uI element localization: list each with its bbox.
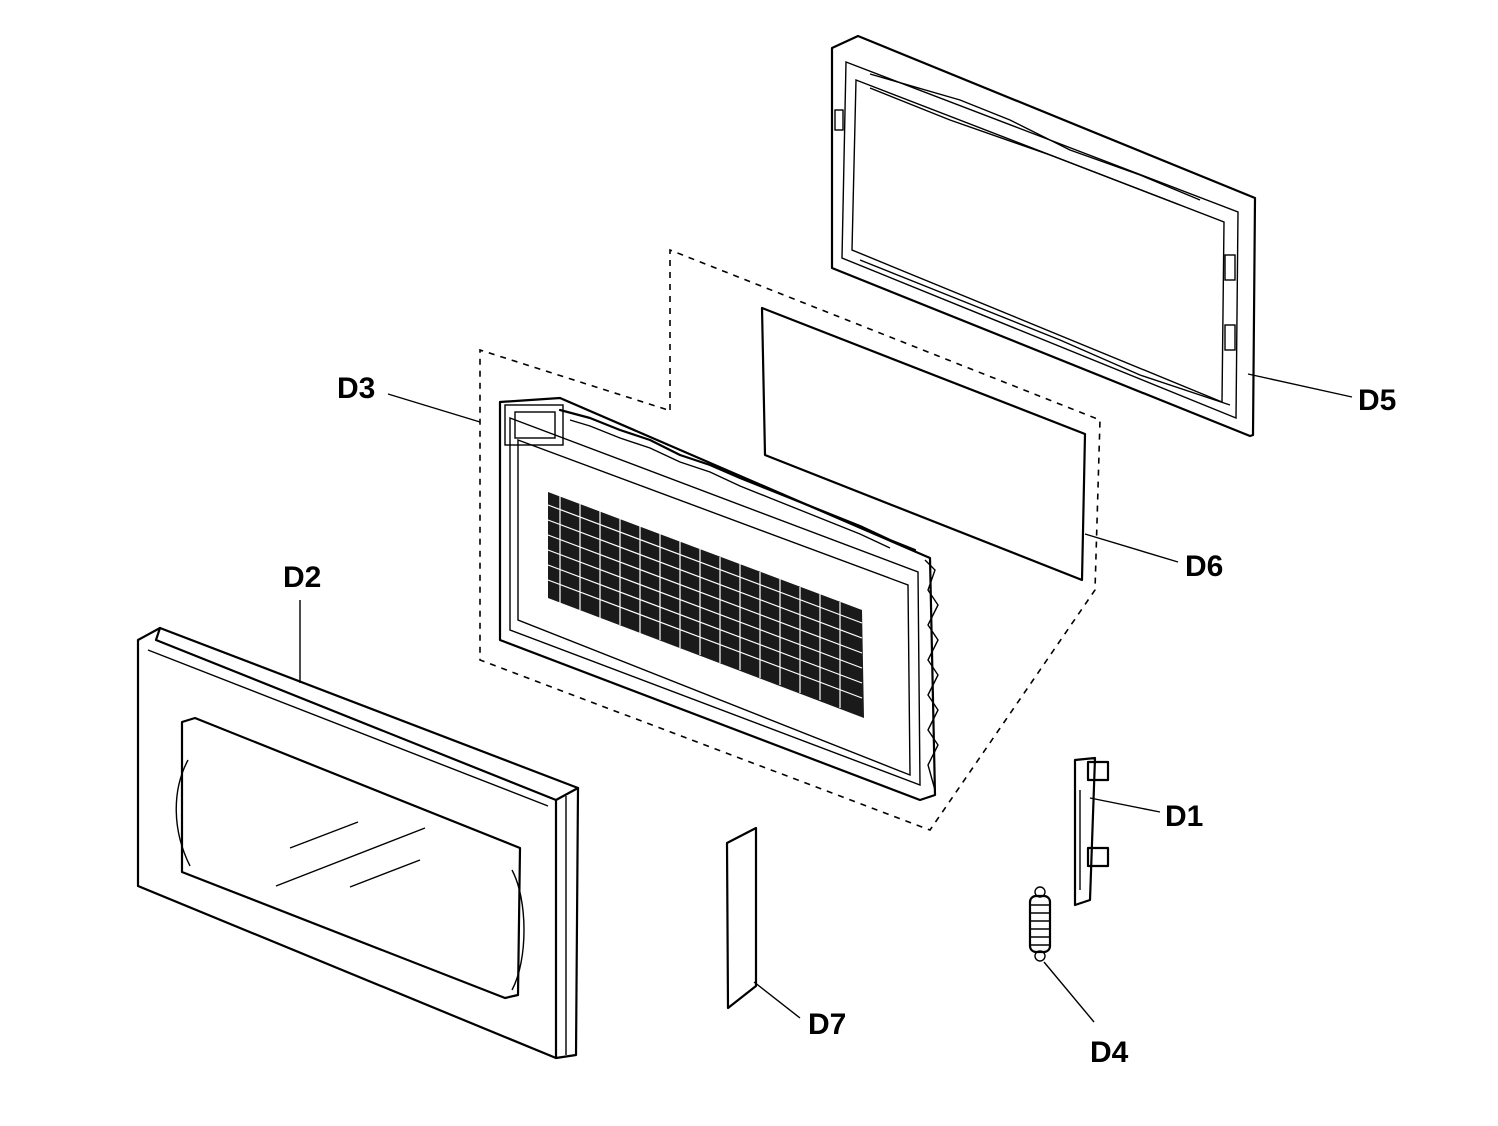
label-d5: D5 bbox=[1358, 384, 1396, 417]
assembly-guide-dashed bbox=[479, 248, 1101, 831]
label-d7: D7 bbox=[808, 1008, 846, 1041]
label-d4: D4 bbox=[1090, 1036, 1129, 1069]
part-d4-spring bbox=[1028, 886, 1052, 962]
part-d5-door-back-panel bbox=[830, 34, 1257, 438]
part-d2-outer-door bbox=[136, 626, 580, 1060]
label-d2: D2 bbox=[283, 561, 321, 594]
part-d7-seal-strip bbox=[725, 826, 758, 1010]
label-d3: D3 bbox=[337, 372, 375, 405]
label-d1: D1 bbox=[1165, 800, 1203, 833]
part-d6-window-sheet bbox=[760, 306, 1087, 582]
part-d1-latch-hook bbox=[1073, 756, 1110, 907]
part-d3-inner-door-frame bbox=[498, 396, 939, 802]
leader-lines bbox=[299, 373, 1353, 1023]
label-d6: D6 bbox=[1185, 550, 1223, 583]
